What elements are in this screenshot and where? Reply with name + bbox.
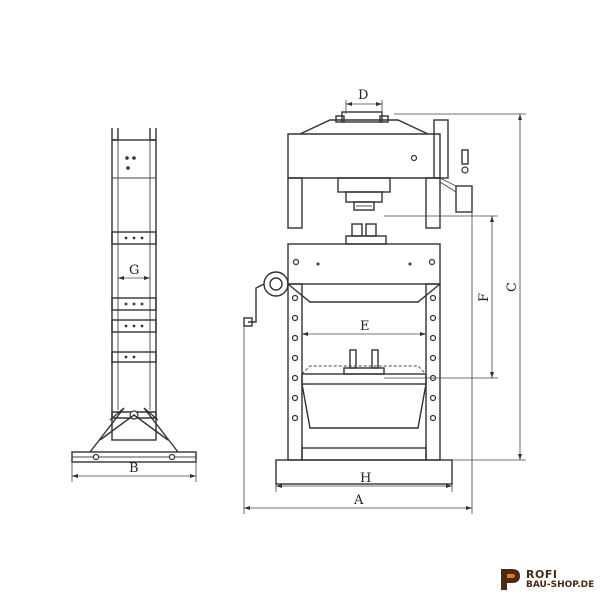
side-plate-1 xyxy=(111,231,157,245)
bed-plate xyxy=(301,373,427,385)
winch xyxy=(243,271,289,327)
label-d: D xyxy=(358,88,368,103)
dimension-f: F xyxy=(384,215,498,379)
side-legs xyxy=(89,407,179,453)
side-plate-2 xyxy=(111,297,157,311)
dimension-d: D xyxy=(345,88,383,114)
dimension-e: E xyxy=(302,319,426,336)
top-housing xyxy=(287,133,441,179)
right-column xyxy=(425,283,441,461)
label-h: H xyxy=(360,471,371,486)
label-e: E xyxy=(360,319,370,334)
front-view xyxy=(243,111,473,485)
front-base xyxy=(275,459,453,485)
side-plate-4 xyxy=(111,351,157,363)
profi-bau-shop-logo[interactable]: ROFI BAU-SHOP.DE xyxy=(496,560,600,600)
label-c: C xyxy=(505,282,520,292)
logo-line1: ROFI xyxy=(526,568,558,581)
side-view xyxy=(71,128,197,463)
dimension-a: A xyxy=(243,212,473,514)
logo-p-icon xyxy=(501,569,520,590)
label-g: G xyxy=(129,263,139,278)
label-a: A xyxy=(353,493,364,508)
column-holes xyxy=(291,294,437,422)
upper-crossbar xyxy=(287,243,441,285)
label-b: B xyxy=(129,461,139,476)
dimension-g: G xyxy=(118,263,150,280)
side-column xyxy=(111,139,157,441)
dimension-b: B xyxy=(71,461,197,482)
ram-head xyxy=(337,177,391,193)
pump-reservoir xyxy=(433,119,449,179)
side-plate-3 xyxy=(111,319,157,333)
label-f: F xyxy=(477,293,492,302)
left-column xyxy=(287,283,303,461)
dimension-h: H xyxy=(275,471,453,492)
side-top-bracket xyxy=(111,128,157,141)
dimension-c: C xyxy=(394,113,526,461)
logo-line2: BAU-SHOP.DE xyxy=(526,580,595,590)
pump-cylinder xyxy=(455,185,473,213)
